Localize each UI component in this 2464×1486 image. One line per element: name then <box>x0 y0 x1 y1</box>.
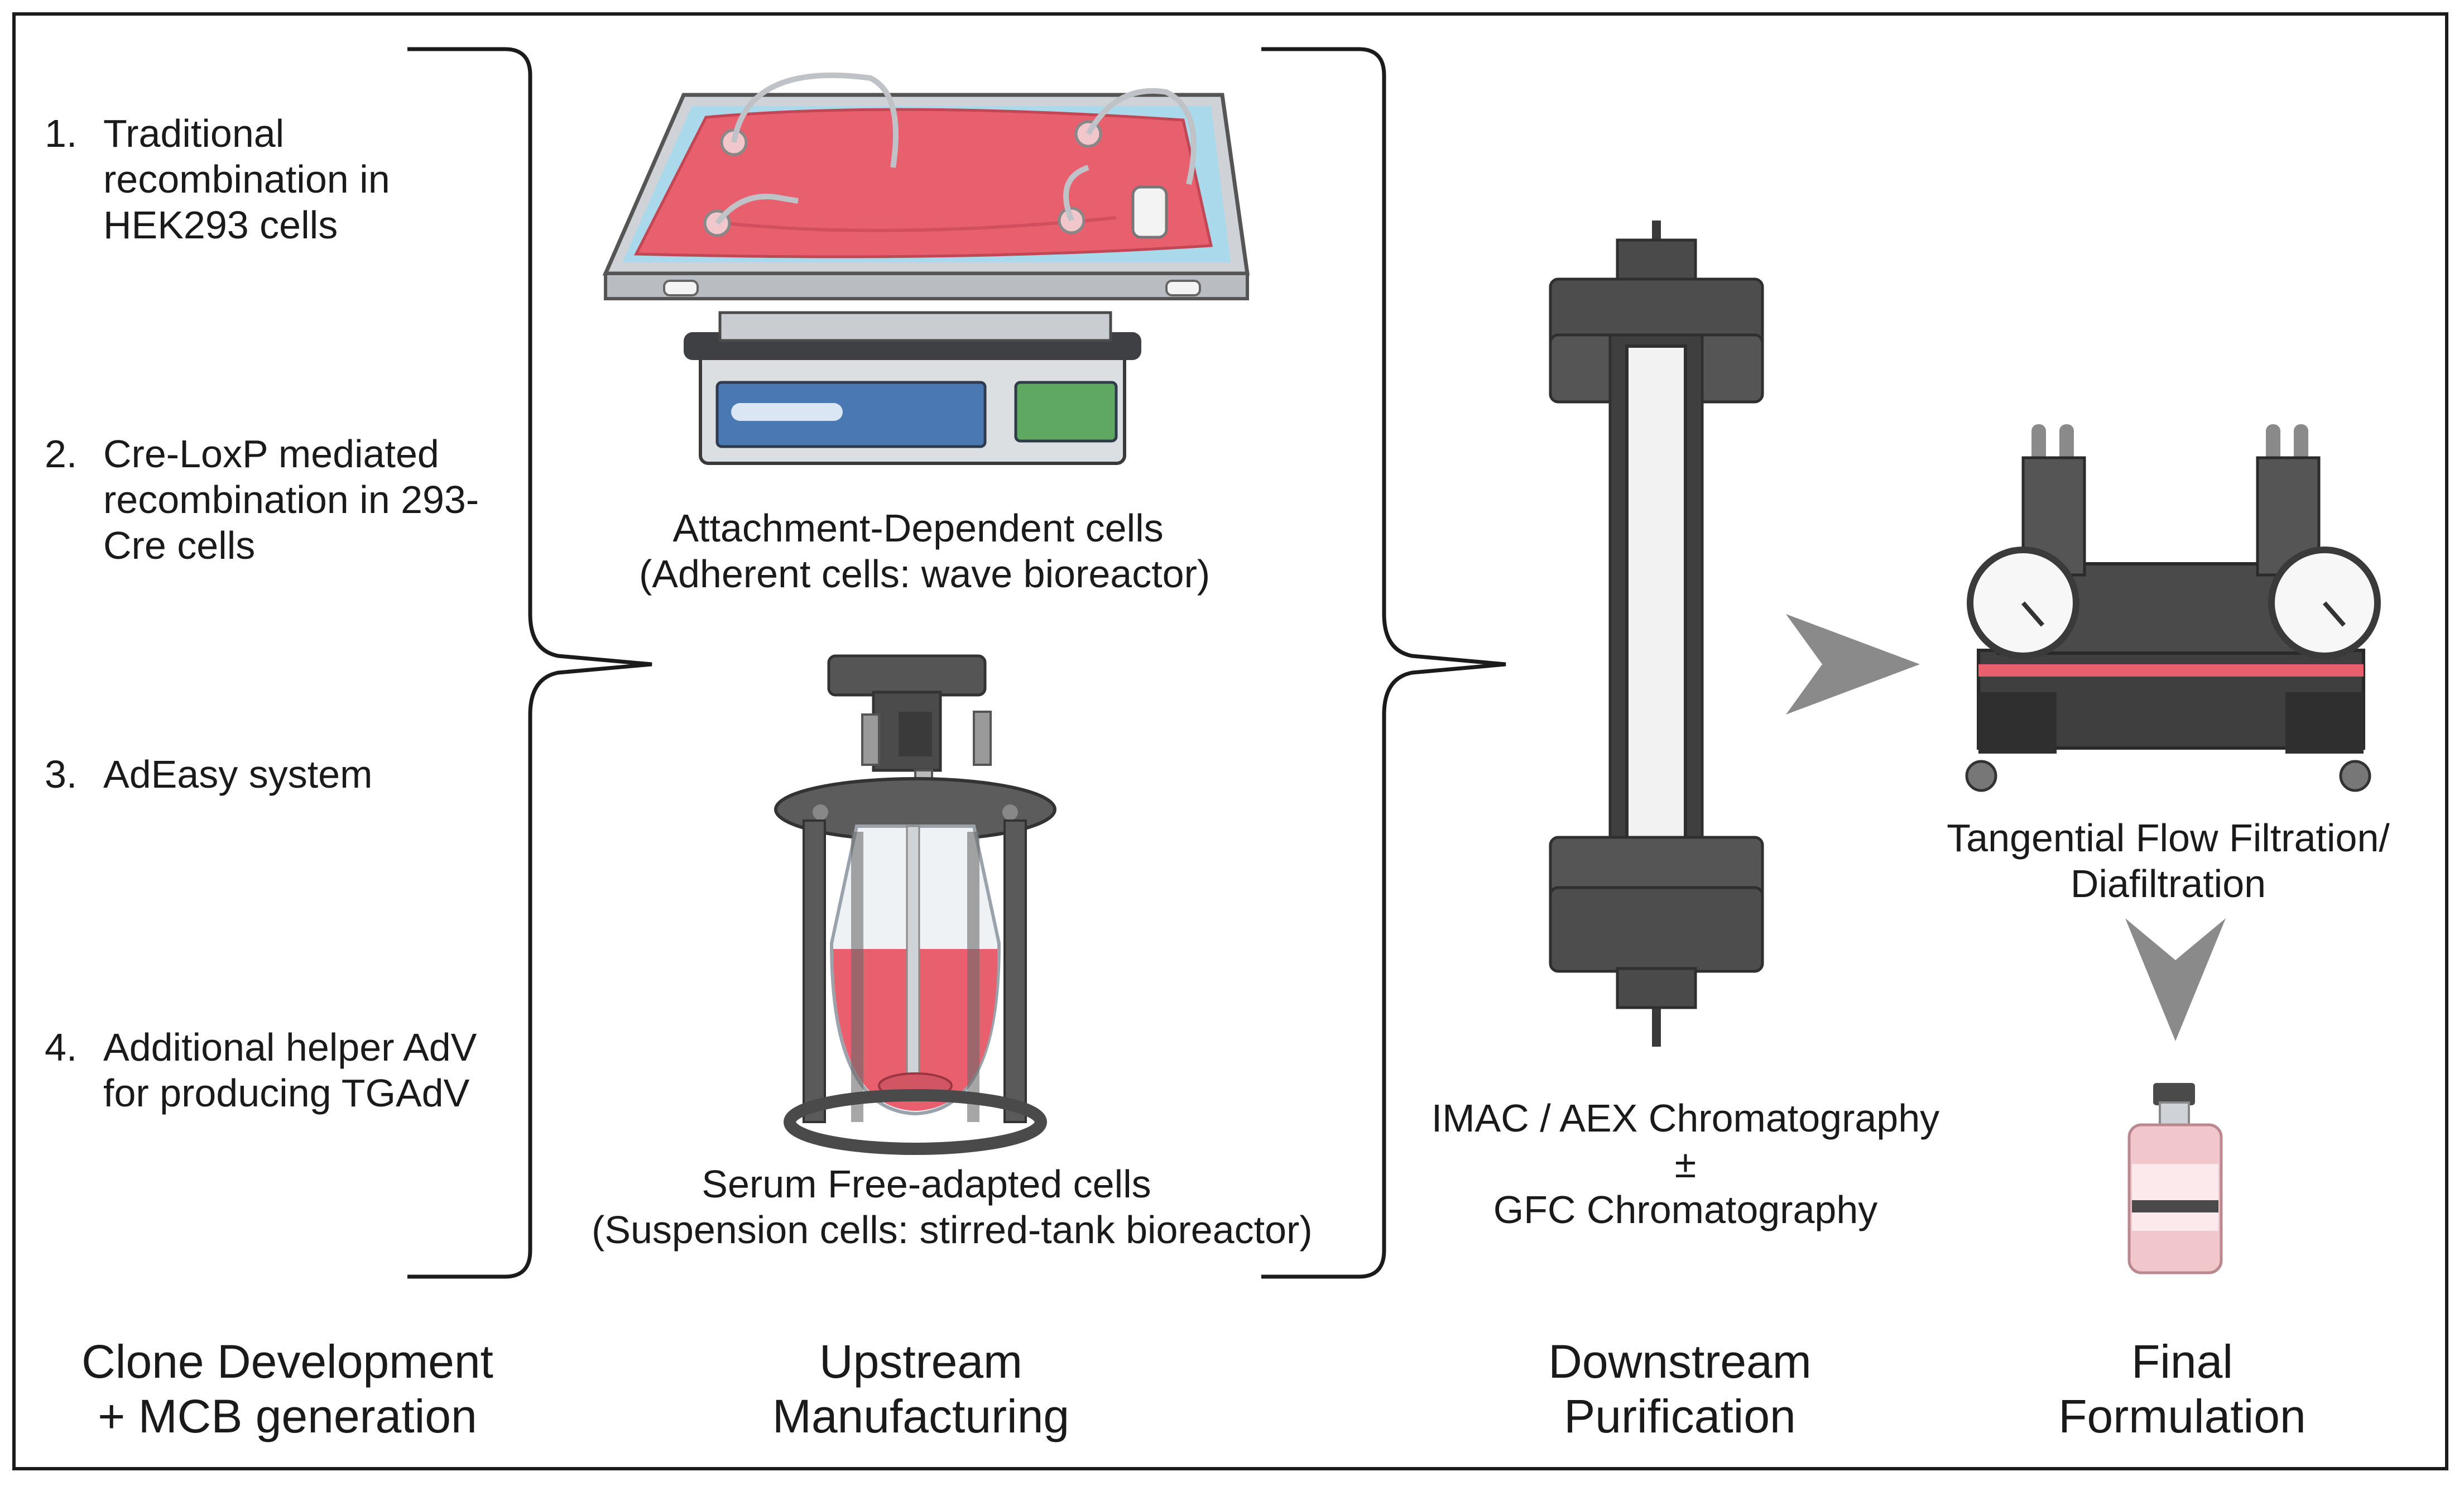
step-line: HEK293 cells <box>103 203 338 247</box>
chevron-right-icon <box>1786 614 1920 715</box>
footer-line: Purification <box>1564 1390 1796 1442</box>
step-number: 3. <box>45 752 78 796</box>
footer-line: Formulation <box>2058 1390 2306 1442</box>
tff-caption: Tangential Flow Filtration/ Diafiltratio… <box>1903 815 2433 907</box>
step-number: 2. <box>45 432 78 476</box>
step-line: recombination in 293- <box>103 478 479 521</box>
step-line: Additional helper AdV <box>103 1025 477 1069</box>
caption-line: Serum Free-adapted cells <box>702 1162 1151 1206</box>
caption-line: IMAC / AEX Chromatography <box>1431 1096 1940 1140</box>
step-line: Cre-LoxP mediated <box>103 432 439 476</box>
footer-line: Final <box>2131 1335 2234 1388</box>
caption-line: Tangential Flow Filtration/ <box>1947 816 2390 860</box>
step-line: recombination in <box>103 157 390 201</box>
figure-frame <box>12 12 2448 1470</box>
caption-line: (Adherent cells: wave bioreactor) <box>639 552 1211 596</box>
caption-line: (Suspension cells: stirred-tank bioreact… <box>592 1208 1313 1252</box>
chromatography-caption: IMAC / AEX Chromatography ± GFC Chromato… <box>1406 1095 1965 1233</box>
tff-cassette-icon <box>1965 424 2381 792</box>
step-line: for producing TGAdV <box>103 1071 470 1115</box>
suspension-caption: Serum Free-adapted cells (Suspension cel… <box>592 1161 1313 1253</box>
adherent-caption: Attachment-Dependent cells (Adherent cel… <box>639 505 1211 597</box>
step-line: AdEasy system <box>103 752 373 796</box>
footer-line: Upstream <box>819 1335 1023 1388</box>
step-number: 1. <box>45 112 78 155</box>
footer-line: Downstream <box>1548 1335 1812 1388</box>
footer-downstream: Downstream Purification <box>1507 1334 1853 1444</box>
stirred-tank-bioreactor-icon <box>774 654 1056 1155</box>
step-line: Cre cells <box>103 524 256 567</box>
caption-line: Diafiltration <box>2070 862 2266 905</box>
chevron-down-icon <box>2125 918 2226 1041</box>
footer-clone-development: Clone Development + MCB generation <box>56 1334 519 1444</box>
footer-upstream: Upstream Manufacturing <box>748 1334 1094 1444</box>
chromatography-column-icon <box>1549 220 1764 1047</box>
footer-line: Manufacturing <box>772 1390 1070 1442</box>
step-line: Traditional <box>103 112 285 155</box>
footer-line: Clone Development <box>81 1335 493 1388</box>
brace-left <box>407 47 652 1279</box>
step-number: 4. <box>45 1025 78 1069</box>
vial-icon <box>2127 1083 2223 1274</box>
caption-line: Attachment-Dependent cells <box>673 506 1164 550</box>
brace-right <box>1261 47 1506 1279</box>
caption-line: GFC Chromatography <box>1493 1188 1878 1231</box>
footer-final: Final Formulation <box>2009 1334 2355 1444</box>
wave-bioreactor-icon <box>602 72 1250 465</box>
caption-line: ± <box>1674 1142 1697 1186</box>
footer-line: + MCB generation <box>98 1390 477 1442</box>
